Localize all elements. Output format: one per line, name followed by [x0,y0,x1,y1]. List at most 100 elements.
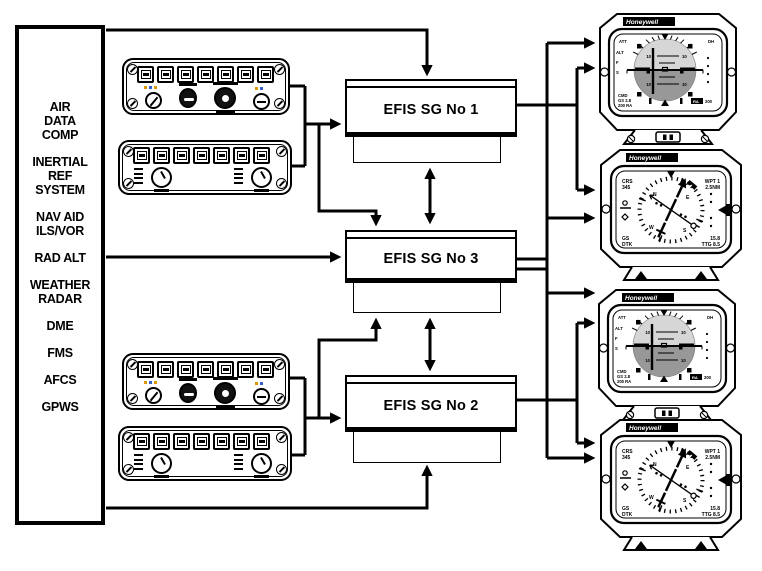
rad-alt-value: 200 [705,99,713,104]
panel-button [217,361,234,378]
source-symbol-circle [622,200,628,206]
panel-inner-frame [122,430,288,477]
sky-area [634,39,696,70]
panel-button [257,361,274,378]
brightness-knob [145,387,162,404]
knob-label-bar [213,377,238,380]
panel-button [197,66,214,83]
eadi-display-2-slot: Honeywell 10 10 10 10 [596,286,738,429]
brand-label: Honeywell [625,295,657,302]
source-label: SYSTEM [35,183,85,197]
panel-button [253,147,270,164]
color-tick-marks [144,86,157,89]
dtk-label: DTK [622,512,633,518]
heading-bug [686,179,698,190]
source-label: AFCS [43,373,77,387]
bezel-screw-icon [726,67,737,77]
distance-value: 15.8 [710,506,720,512]
glideslope-scale-bar [726,474,730,486]
crs-value: 345 [622,185,631,191]
aircraft-wing-right [679,343,694,350]
panel-button [157,66,174,83]
efis-sg2-box: EFIS SG No 2 [345,375,517,432]
aircraft-wing-left [635,67,650,74]
source-item: DME [19,319,101,333]
source-label: DME [46,319,74,333]
stand-screw-slot [702,136,708,142]
dh-label: DH [707,315,713,320]
bezel-screw-icon [598,343,609,353]
mode-annunciation: GS 2.8 [617,374,631,379]
selector-knob [253,388,270,405]
panel-button [173,433,190,450]
knob-label-bar [254,475,269,478]
wire-sg3-output [517,257,547,271]
ehsi-display: Honeywell N E S W [600,149,742,281]
roll-pointer-icon [660,310,668,316]
sky-area [633,315,695,346]
range-knob [214,87,236,109]
panel-button [197,361,214,378]
compass-letter: W [649,225,654,231]
panel-button [217,66,234,83]
bearing-pointer [649,194,697,230]
slip-indicator-mark [680,98,683,104]
ttg-value: TTG 8.5 [702,512,721,518]
eadi-display: Honeywell 10 10 10 10 [598,289,736,421]
scale-dots [705,332,709,360]
panel-button-row [133,147,270,164]
color-tick-marks [144,381,157,384]
mode-annunciation: CMD [618,93,628,98]
source-label: DATA [44,114,76,128]
sg-label: EFIS SG No 3 [383,250,479,267]
efis-sg1-box: EFIS SG No 1 [345,79,517,137]
bezel-screw-icon [601,204,611,214]
sg-header-strip [347,232,515,239]
selector-knob [253,93,270,110]
panel-button [233,147,250,164]
wpt-distance: 2.5NM [705,185,720,191]
slip-indicator-mark [679,374,682,380]
course-needle [655,178,687,238]
wire-panels-to-sg3-bottom [317,317,382,418]
source-label: RAD ALT [34,251,86,265]
efis-control-panel [122,58,290,115]
ground-area [633,346,695,377]
left-scale-label: S [616,70,619,75]
stand-screw-slot [701,412,707,418]
distance-value: 15.8 [710,236,720,242]
source-symbol-circle [622,470,628,476]
stand-foot-icon [695,271,707,279]
display-stand [622,266,720,281]
brand-plate [622,293,674,302]
compass-letter: N [653,192,657,198]
panel-button-row [137,66,274,83]
roll-pointer-icon [661,34,669,40]
selector-scale-marks [234,454,243,470]
panel-button-row [133,433,270,450]
stand-latch [654,407,680,419]
source-item: INERTIAL REF SYSTEM [19,155,101,197]
glideslope-pointer-icon [718,475,726,485]
compass-letter: W [649,495,654,501]
scale-dots [709,192,713,228]
left-scale-label: ALT [616,50,624,55]
panel-button [177,361,194,378]
efis-display-select-panel [118,426,292,481]
gs-label: GS [622,236,630,242]
rad-alt-value: 200 [704,375,712,380]
dtk-label: DTK [622,242,633,248]
crs-value: 345 [622,455,631,461]
crs-label: CRS [622,179,633,185]
pitch-ladder [656,331,678,361]
wpt-label: WPT 1 [705,449,720,455]
left-scale-label: F [616,60,619,65]
dh-label: DH [708,39,714,44]
knob-label-bar [154,189,169,192]
panel-button [153,433,170,450]
screw-icon [274,64,285,75]
mode-annunciation: 200 RA [618,103,632,108]
wire-sources-to-sg2 [106,464,433,510]
bezel-screw-icon [725,343,736,353]
